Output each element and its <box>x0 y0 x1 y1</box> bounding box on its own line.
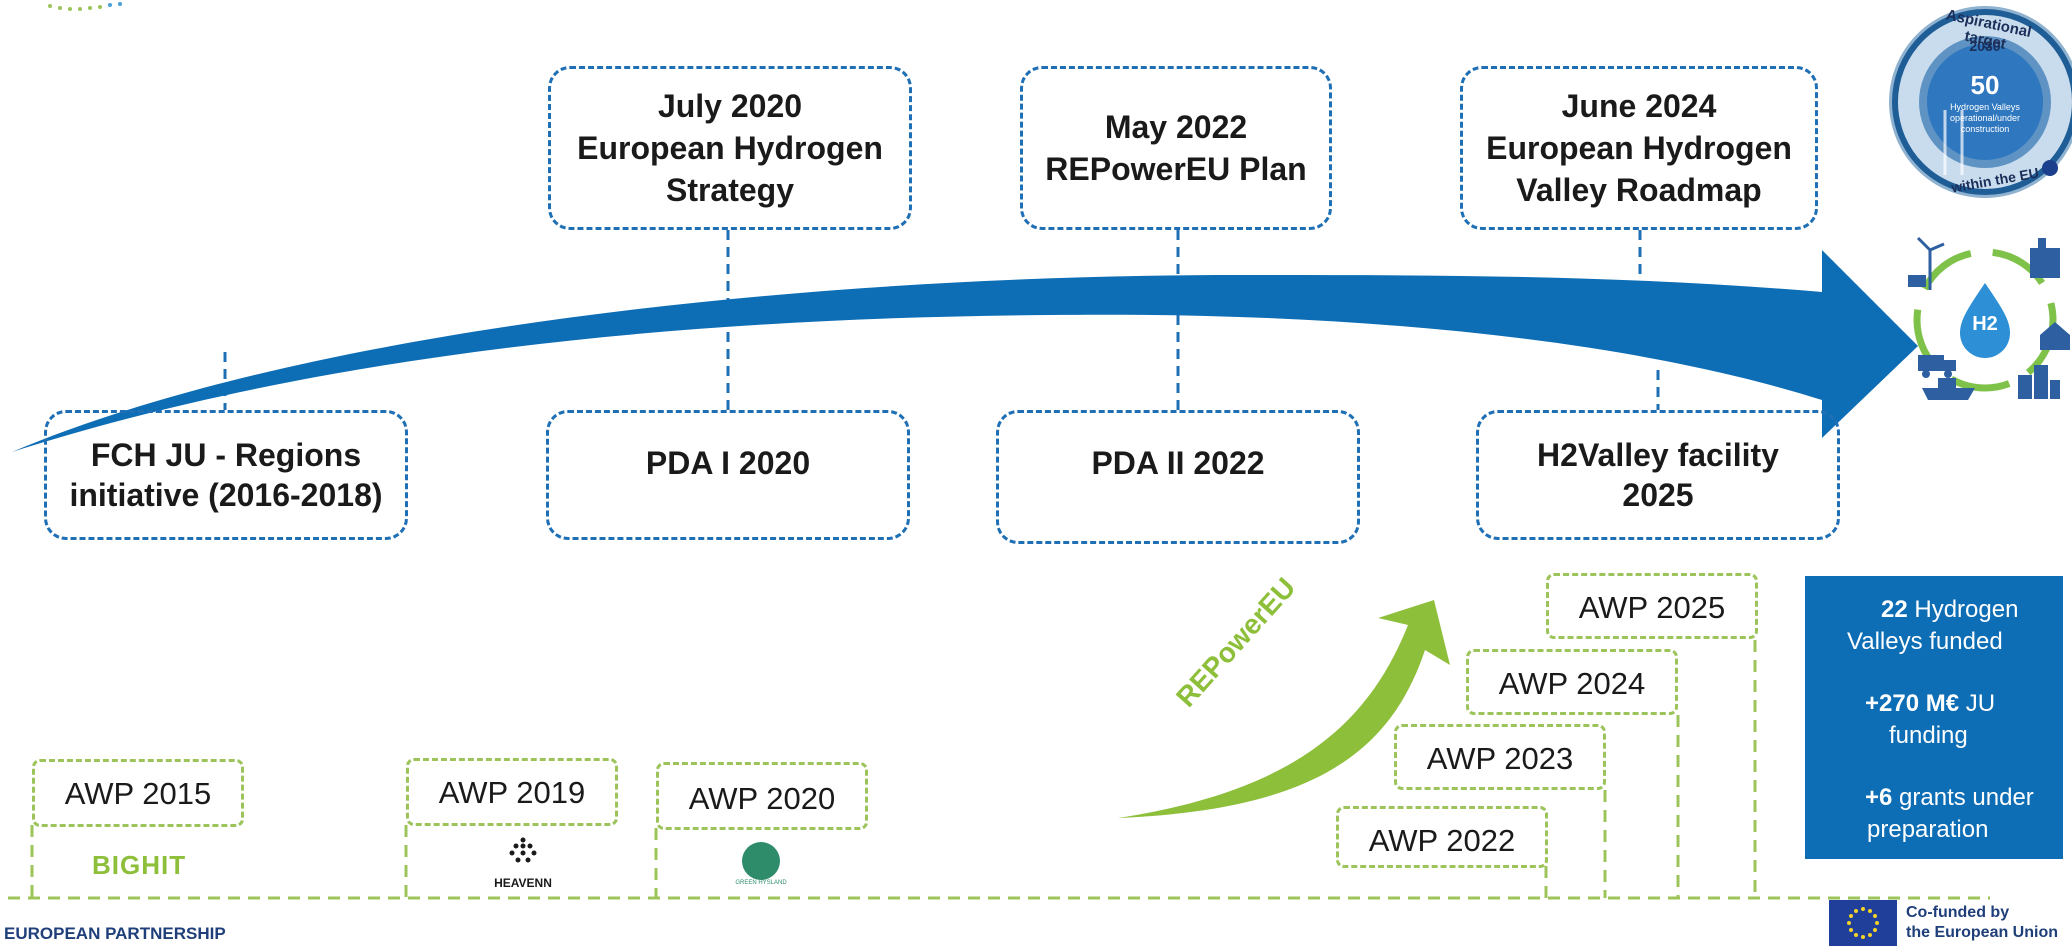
stat-valleys-line2: Valleys funded <box>1847 628 2003 655</box>
milestone-title: European Hydrogen <box>1486 130 1792 166</box>
badge-desc-3: construction <box>1960 124 2010 134</box>
milestone-title-2: 2025 <box>1622 477 1694 513</box>
european-partnership-label: EUROPEAN PARTNERSHIP <box>4 924 226 943</box>
badge-year: 2030 <box>1969 38 2001 54</box>
stat-grants: +6 grants under <box>1865 784 2034 811</box>
cofunded-line-2: the European Union <box>1906 924 2058 941</box>
milestone-repowereu-plan: May 2022 REPowerEU Plan <box>1020 66 1332 230</box>
milestone-date: June 2024 <box>1561 88 1717 124</box>
badge-desc-1: Hydrogen Valleys <box>1950 102 2020 112</box>
milestone-h2valley-facility: H2Valley facility 2025 <box>1476 410 1840 540</box>
stat-valleys: 22 Hydrogen <box>1881 596 2019 623</box>
milestone-fch-ju-regions: FCH JU - Regions initiative (2016-2018) <box>44 410 408 540</box>
badge-desc-2: operational/under <box>1949 113 2021 123</box>
stat-grants-line2: preparation <box>1867 816 1989 843</box>
awp-2024: AWP 2024 <box>1466 649 1678 715</box>
milestone-title: PDA II 2022 <box>1091 445 1265 481</box>
aspirational-target-badge <box>1889 6 2072 198</box>
cofunded-line-1: Co-funded by <box>1906 904 2010 921</box>
hydrogen-cycle-icon <box>1908 236 2070 400</box>
awp-2020: AWP 2020 <box>656 762 868 830</box>
h2-symbol: H2 <box>1972 313 1998 335</box>
heavenn-logo: HEAVENN <box>494 876 552 890</box>
green-hysland-logo-icon <box>742 842 780 880</box>
milestone-title: REPowerEU Plan <box>1045 151 1307 187</box>
milestone-date: May 2022 <box>1104 109 1248 145</box>
timeline-arrow <box>12 250 1918 452</box>
stats-panel: 22 Hydrogen Valleys funded +270 M€ JU fu… <box>1805 576 2063 859</box>
milestone-date: July 2020 <box>657 88 803 124</box>
awp-2022: AWP 2022 <box>1336 806 1548 868</box>
awp-2019: AWP 2019 <box>406 758 618 826</box>
milestone-title: FCH JU - Regions <box>90 437 362 473</box>
milestone-title: H2Valley facility <box>1537 437 1779 473</box>
stat-funding-line2: funding <box>1889 722 1968 749</box>
awp-2025: AWP 2025 <box>1546 573 1758 639</box>
stat-funding: +270 M€ JU <box>1865 690 1996 717</box>
milestone-valley-roadmap: June 2024 European Hydrogen Valley Roadm… <box>1460 66 1818 230</box>
awp-2023: AWP 2023 <box>1394 724 1606 790</box>
milestone-pda-ii: PDA II 2022 <box>996 410 1360 544</box>
milestone-title-2: Valley Roadmap <box>1516 172 1762 208</box>
corner-logo-dots <box>48 2 122 11</box>
milestone-title-2: Strategy <box>665 172 795 208</box>
milestone-hydrogen-strategy: July 2020 European Hydrogen Strategy <box>548 66 912 230</box>
milestone-title: European Hydrogen <box>577 130 883 166</box>
eu-flag-icon <box>1829 900 1897 946</box>
heavenn-logo-icon <box>508 836 538 866</box>
bighit-logo: BIGHIT <box>92 850 187 880</box>
milestone-title-2: initiative (2016-2018) <box>69 477 383 513</box>
milestone-pda-i: PDA I 2020 <box>546 410 910 540</box>
badge-number: 50 <box>1970 70 2000 100</box>
green-hysland-logo: GREEN HYSLAND <box>735 880 787 886</box>
awp-timeline <box>8 640 1990 900</box>
awp-2015: AWP 2015 <box>32 759 244 827</box>
repowereu-arrow <box>1118 600 1450 818</box>
milestone-title: PDA I 2020 <box>645 445 811 481</box>
